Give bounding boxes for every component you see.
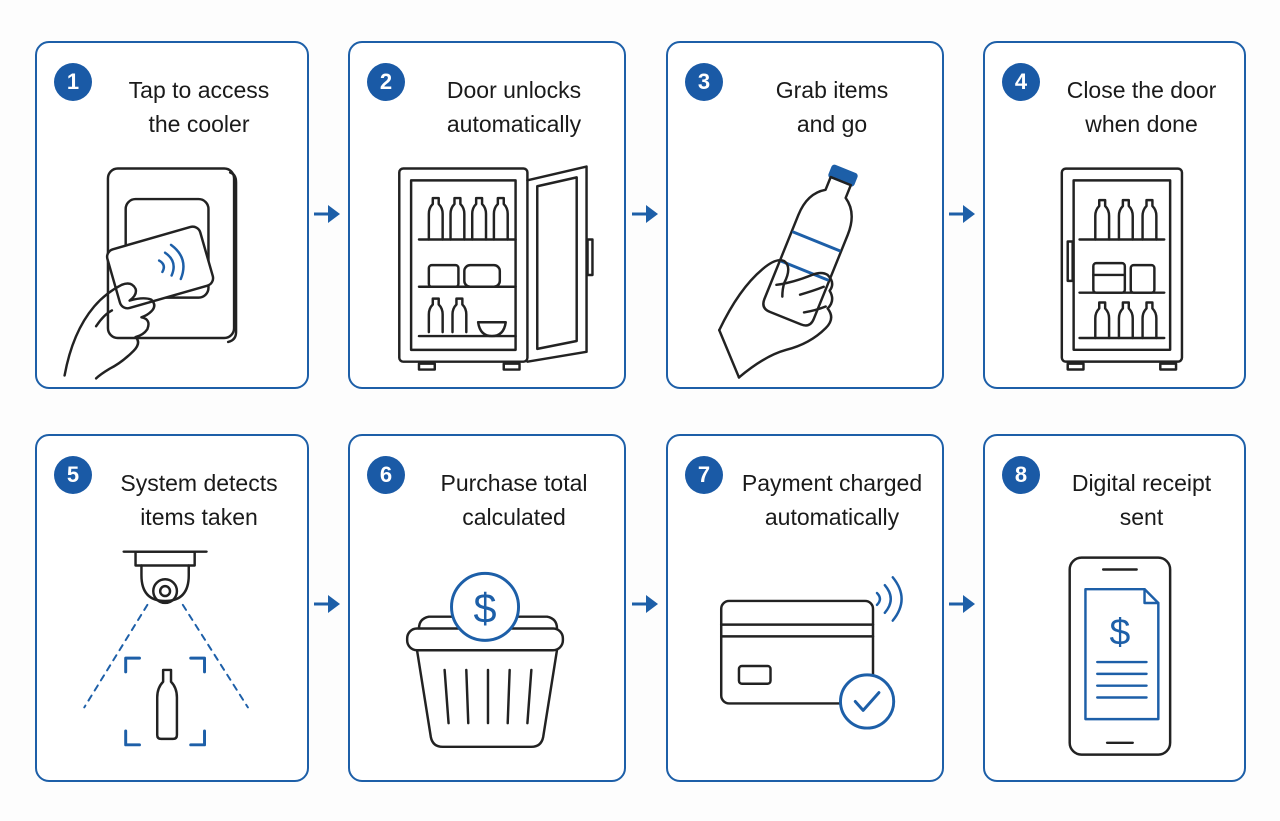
step-title: Tap to access the cooler — [128, 77, 270, 137]
step-number-badge: 6 — [367, 456, 405, 494]
arrow-right-icon — [314, 595, 340, 613]
step-number-badge: 4 — [1002, 63, 1040, 101]
tap-card-reader-icon — [63, 167, 238, 380]
step-number-badge: 7 — [685, 456, 723, 494]
step-card-4: 4 Close the door when done — [983, 41, 1246, 389]
step-card-6: 6 Purchase total calculated $ — [348, 434, 626, 782]
svg-text:$: $ — [474, 586, 497, 632]
camera-detection-icon — [83, 550, 249, 747]
step-title: Door unlocks automatically — [446, 77, 582, 137]
step-number-badge: 2 — [367, 63, 405, 101]
step-card-8: 8 Digital receipt sent $ — [983, 434, 1246, 782]
svg-text:$: $ — [1110, 610, 1131, 652]
arrow-right-icon — [632, 595, 658, 613]
step-title: Grab items and go — [775, 77, 889, 137]
step-title: Payment charged automatically — [741, 470, 923, 530]
card-payment-check-icon — [719, 576, 903, 730]
phone-receipt-icon: $ — [1068, 556, 1172, 756]
open-cooler-icon — [398, 165, 594, 371]
step-card-1: 1 Tap to access the cooler — [35, 41, 309, 389]
arrow-right-icon — [949, 205, 975, 223]
step-title: Purchase total calculated — [440, 470, 588, 530]
step-title: Close the door when done — [1066, 77, 1217, 137]
step-number-badge: 3 — [685, 63, 723, 101]
arrow-right-icon — [949, 595, 975, 613]
step-title: System detects items taken — [120, 470, 278, 530]
arrow-right-icon — [314, 205, 340, 223]
step-card-7: 7 Payment charged automatically — [666, 434, 944, 782]
step-card-5: 5 System detects items taken — [35, 434, 309, 782]
arrow-right-icon — [632, 205, 658, 223]
step-number-badge: 5 — [54, 456, 92, 494]
basket-dollar-icon: $ — [405, 571, 565, 749]
hand-holding-bottle-icon — [718, 164, 858, 379]
step-number-badge: 1 — [54, 63, 92, 101]
closed-cooler-icon — [1060, 167, 1184, 371]
step-card-2: 2 Door unlocks automatically — [348, 41, 626, 389]
step-card-3: 3 Grab items and go — [666, 41, 944, 389]
step-title: Digital receipt sent — [1071, 470, 1212, 530]
step-number-badge: 8 — [1002, 456, 1040, 494]
